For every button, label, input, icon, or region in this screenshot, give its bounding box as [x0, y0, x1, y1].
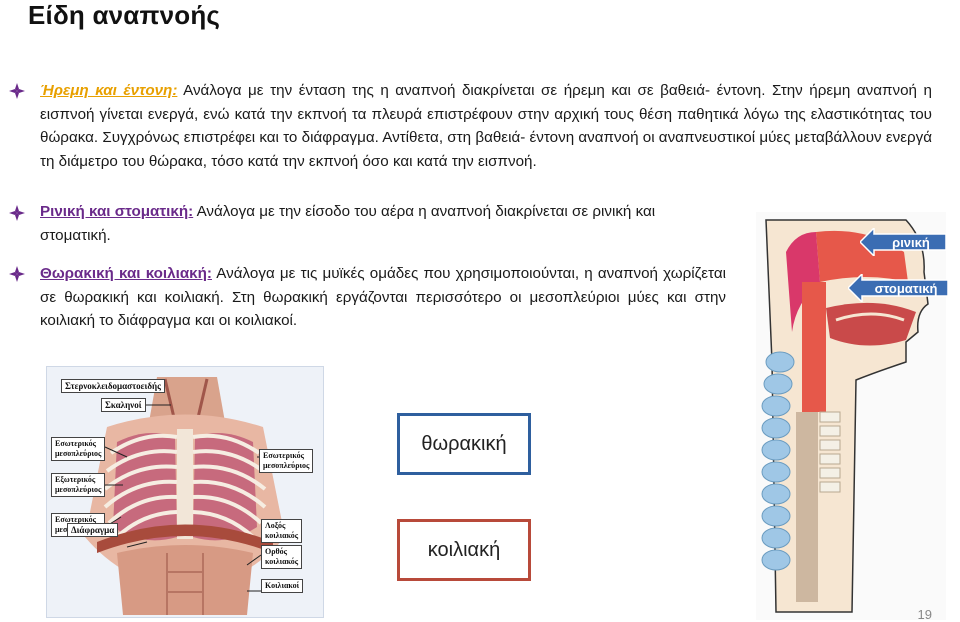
diamond-bullet-icon	[9, 83, 25, 99]
label-intercostal-left-2: Εξωτερικός μεσοπλεύριος	[51, 473, 106, 497]
oral-arrow-icon	[848, 274, 949, 302]
page-number: 19	[917, 607, 932, 622]
label-intercostal-left-1: Εσωτερικός μεσοπλεύριος	[51, 437, 106, 461]
label-oral: στοματική	[874, 280, 938, 296]
bullet-text-continued: Στην ήρεμη αναπνοή η εισπνοή γίνεται ενε…	[40, 82, 932, 170]
nasal-arrow-icon	[860, 228, 947, 256]
label-abdominals: Κοιλιακοί	[261, 579, 304, 593]
bullet-text: Ανάλογα με τις μυϊκές ομάδες που χρησιμο…	[40, 265, 726, 329]
diamond-bullet-icon	[9, 266, 25, 282]
label-intercostal-right: Εσωτερικός μεσοπλεύριος	[259, 449, 314, 473]
label-scalenes: Σκαληνοί	[101, 398, 146, 412]
keyword-thoracic-abdominal: Θωρακική και κοιλιακή:	[40, 265, 212, 282]
head-drawing	[761, 219, 929, 613]
bullet-thoracic-abdominal: Θωρακική και κοιλιακή: Ανάλογα με τις μυ…	[40, 262, 726, 333]
callout-abdominal: κοιλιακή	[397, 519, 531, 581]
keyword-nasal-oral: Ρινική και στοματική:	[40, 203, 194, 220]
label-rectus-abdominal: Ορθός κοιλιακός	[261, 545, 303, 569]
label-oblique-abdominal: Λοξός κοιλιακός	[261, 519, 303, 543]
ribcage-muscles-illustration: Στερνοκλειδομαστοειδής Σκαληνοί Εσωτερικ…	[46, 366, 324, 618]
callout-thoracic: θωρακική	[397, 413, 531, 475]
label-sternocleidomastoid: Στερνοκλειδομαστοειδής	[61, 379, 165, 393]
bullet-nasal-oral: Ρινική και στοματική: Ανάλογα με την είσ…	[40, 200, 730, 247]
bullet-text: Ανάλογα με την είσοδο του αέρα η αναπνοή…	[40, 203, 656, 244]
bullet-breathing-intensity: Ήρεμη και έντονη: Ανάλογα με την ένταση …	[40, 79, 932, 173]
label-diaphragm: Διάφραγμα	[67, 523, 119, 537]
bullet-text: Ανάλογα με την ένταση της η αναπνοή διακ…	[177, 82, 766, 99]
page-title: Είδη αναπνοής	[28, 0, 221, 30]
diamond-bullet-icon	[9, 205, 25, 221]
head-airway-illustration	[756, 212, 946, 620]
label-nasal: ρινική	[892, 234, 930, 250]
keyword-calm-intense: Ήρεμη και έντονη:	[40, 82, 178, 99]
